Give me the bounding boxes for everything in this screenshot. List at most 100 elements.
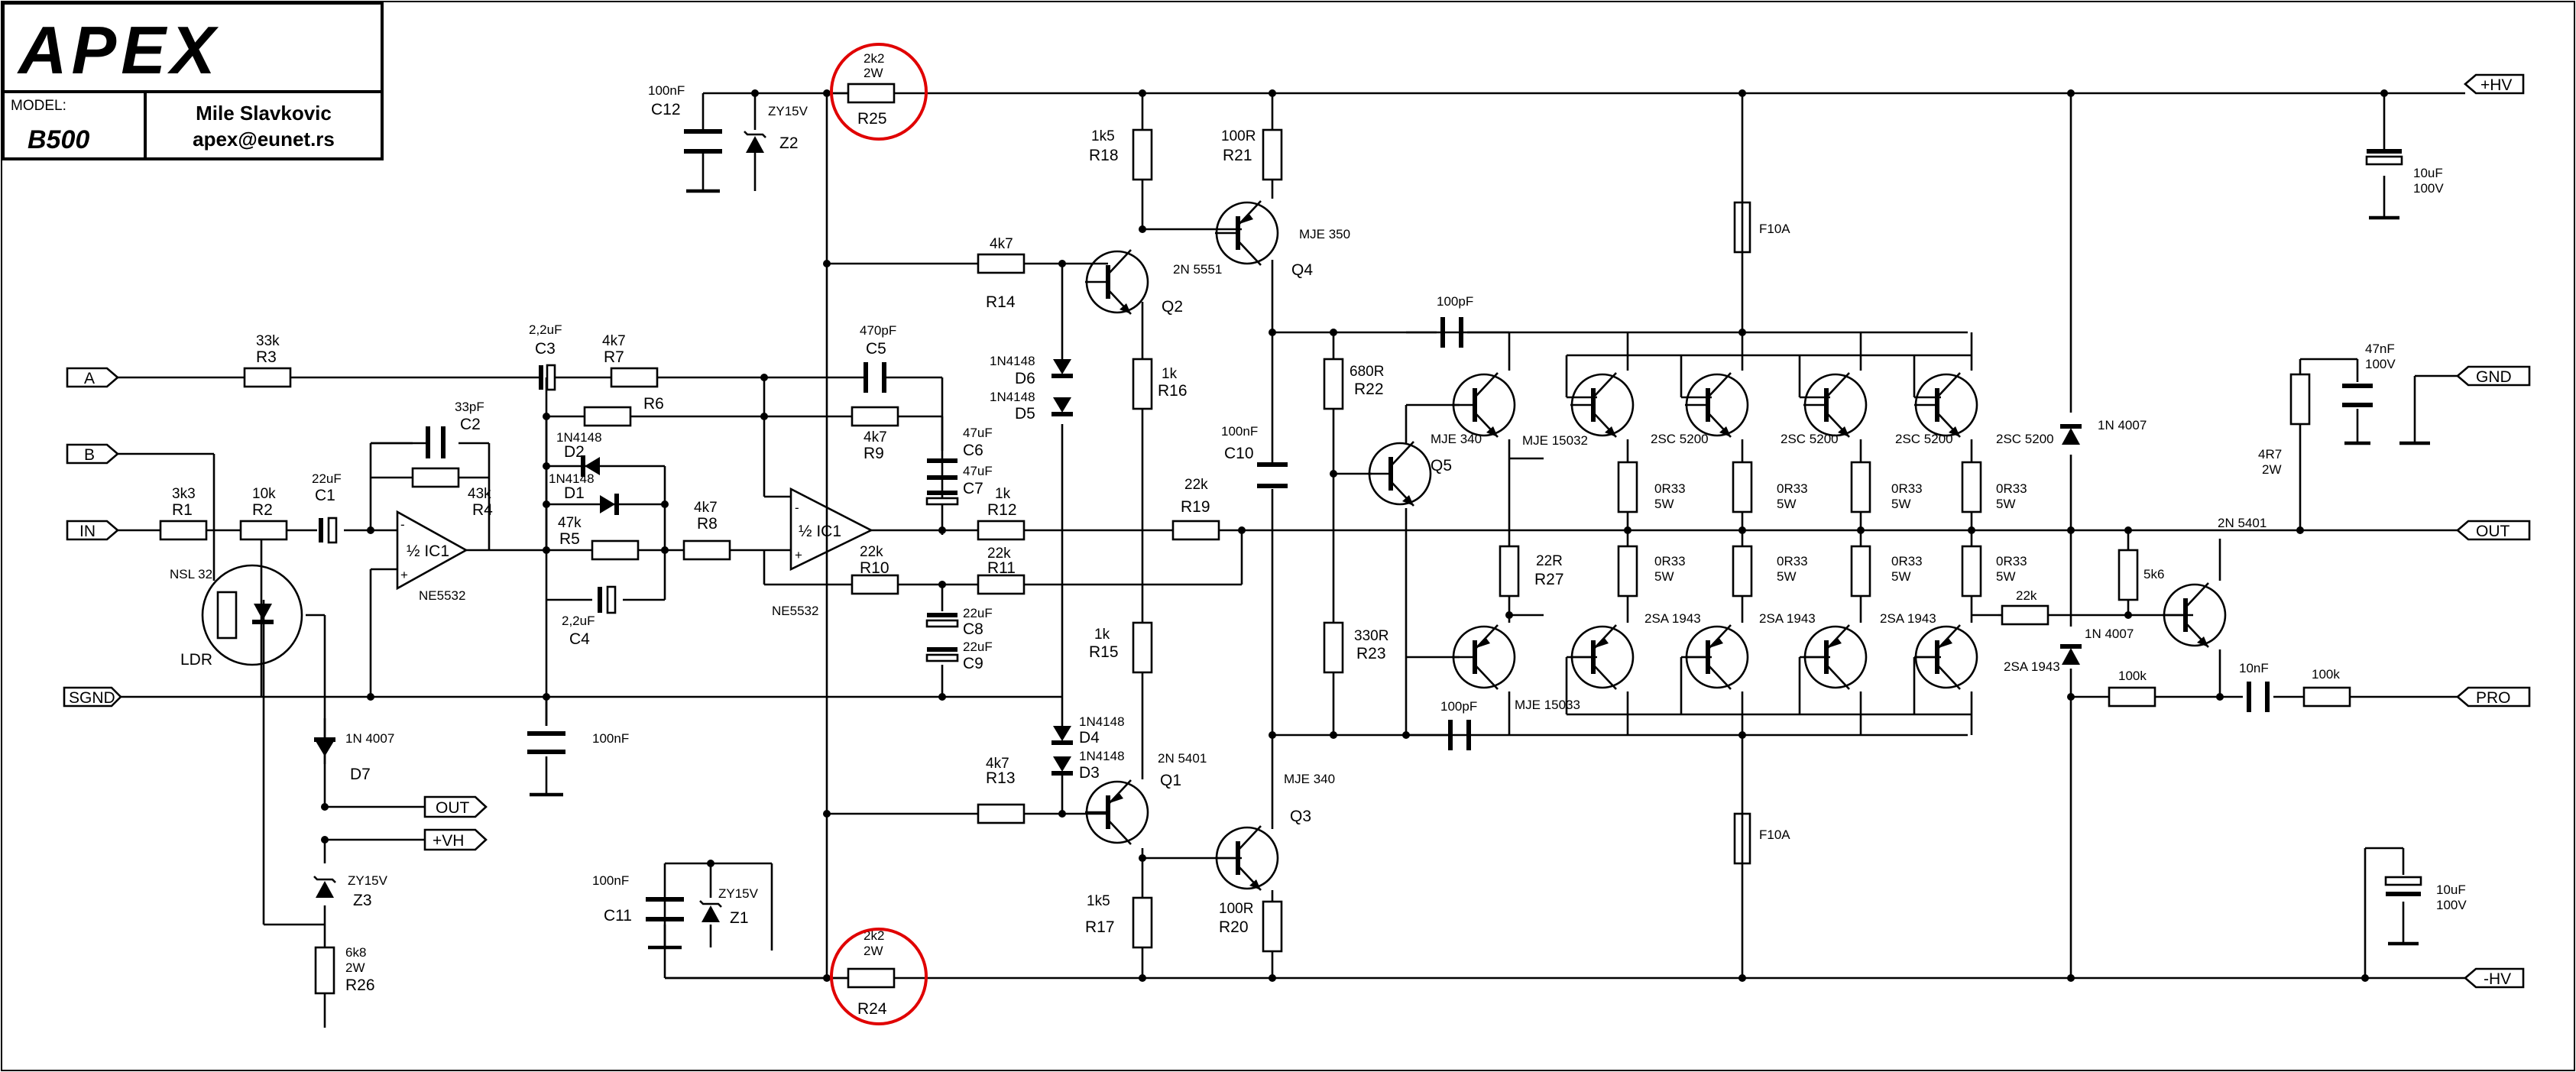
component-label: D5	[1015, 405, 1035, 423]
component-label: Q1	[1160, 772, 1181, 789]
component-label: 5W	[1891, 569, 1911, 584]
resistor-r16	[1132, 358, 1153, 410]
component-label: C7	[963, 480, 983, 497]
component-label: Z2	[779, 134, 799, 152]
component-label: 22R	[1536, 553, 1563, 569]
component-label: OUT	[436, 799, 470, 817]
port-in: IN	[66, 520, 119, 541]
component-label: D4	[1079, 729, 1100, 747]
component-label: +	[400, 568, 408, 582]
component-label: 4k7	[694, 500, 718, 516]
component-label: C1	[315, 487, 335, 504]
component-label: C8	[963, 620, 983, 638]
component-label: 0R33	[1777, 481, 1808, 496]
component-label: 1k5	[1091, 128, 1115, 144]
highlight-circle-r25	[830, 43, 928, 141]
component-label: 22uF	[963, 640, 993, 654]
component-label: R23	[1356, 645, 1386, 662]
component-label: IN	[79, 523, 96, 540]
fuses: F10A F10A	[1733, 201, 1790, 865]
component-label: 10uF	[2436, 883, 2466, 897]
component-label: C11	[604, 907, 632, 925]
component-label: ZY15V	[718, 886, 759, 901]
component-label: 5W	[1996, 497, 2016, 511]
component-label: 2k2	[864, 51, 884, 66]
component-label: 1N 4007	[345, 731, 394, 746]
component-label: 1N4148	[990, 354, 1035, 368]
component-label: 22k	[1184, 477, 1208, 493]
component-label: 1N 4007	[2085, 627, 2134, 641]
component-label: NSL 32	[170, 567, 212, 581]
component-label: 2W	[345, 960, 365, 975]
component-label: MJE 15032	[1522, 433, 1588, 448]
component-label: 0R33	[1891, 554, 1923, 568]
component-label: 2SA 1943	[1644, 611, 1701, 626]
component-label: 10uF	[2413, 166, 2443, 180]
component-label: Q4	[1291, 261, 1313, 279]
component-label: 100R	[1219, 901, 1253, 917]
component-label: Q5	[1431, 457, 1452, 474]
component-label: SGND	[69, 689, 115, 707]
component-label: Z1	[730, 909, 749, 927]
component-label: 47uF	[963, 464, 993, 478]
component-label: R1	[172, 501, 193, 519]
port-pro: PRO	[2456, 686, 2531, 708]
component-label: 2SC 5200	[1895, 432, 1953, 446]
resistor-r7	[610, 367, 659, 388]
component-label: Q2	[1162, 298, 1183, 316]
component-label: R13	[986, 769, 1016, 787]
component-label: 47uF	[963, 426, 993, 440]
component-label: 5W	[1654, 569, 1674, 584]
component-label: C10	[1224, 445, 1254, 462]
component-label: R26	[345, 976, 375, 994]
component-label: 2SA 1943	[1759, 611, 1816, 626]
component-label: 5W	[1777, 497, 1797, 511]
resistor-r27	[1499, 545, 1520, 598]
component-label: 2W	[864, 944, 883, 958]
component-label: 1k	[1162, 366, 1178, 382]
port-out: OUT	[2456, 520, 2531, 541]
component-label: -	[795, 500, 799, 515]
resistor-r12	[977, 520, 1026, 541]
component-label: R4	[472, 501, 493, 519]
component-label: 1N4148	[1079, 749, 1125, 763]
component-label: MJE 350	[1299, 227, 1350, 241]
component-label: C9	[963, 655, 983, 672]
component-label: R5	[559, 530, 580, 548]
resistor-r5	[591, 539, 640, 561]
title-block: APEX MODEL: B500 Mile Slavkovic apex@eun…	[2, 2, 384, 160]
component-label: R27	[1534, 571, 1564, 588]
apex-logo: APEX	[17, 12, 220, 88]
component-label: 100k	[2118, 669, 2147, 683]
transistor-symbol	[1803, 625, 1866, 689]
component-label: +HV	[2480, 76, 2512, 94]
resistor-r19	[1171, 520, 1220, 541]
component-label: R11	[987, 559, 1016, 577]
component-label: R24	[857, 1000, 887, 1018]
model-label: MODEL:	[11, 98, 66, 114]
transistors: 2N 5551 Q2 2N 5401 Q1 MJE 350 Q4 MJE 340…	[1085, 201, 2267, 890]
component-label: 22k	[987, 546, 1011, 562]
component-label: 1N4148	[990, 390, 1035, 404]
resistor-r4	[411, 467, 460, 488]
component-label: R7	[604, 348, 624, 366]
transistor-symbol	[1215, 201, 1278, 265]
transistor-symbol	[1914, 373, 1977, 437]
component-label: D3	[1079, 764, 1100, 782]
component-label: Q3	[1290, 808, 1311, 825]
component-label: 2,2uF	[529, 322, 562, 337]
component-label: 0R33	[1777, 554, 1808, 568]
component-label: 100nF	[592, 731, 629, 746]
component-label: C5	[866, 340, 886, 358]
author-name: Mile Slavkovic	[196, 102, 332, 125]
component-label: 4k7	[986, 756, 1009, 772]
component-label: ½ IC1	[407, 542, 449, 560]
resistor-22k-prot	[2001, 604, 2049, 626]
component-label: +VH	[433, 832, 464, 850]
transistor-symbol	[1452, 625, 1515, 689]
component-label: MJE 340	[1284, 772, 1335, 786]
component-label: D1	[564, 484, 585, 502]
component-label: D7	[350, 766, 371, 783]
port-hv-minus: -HV	[2464, 967, 2525, 989]
